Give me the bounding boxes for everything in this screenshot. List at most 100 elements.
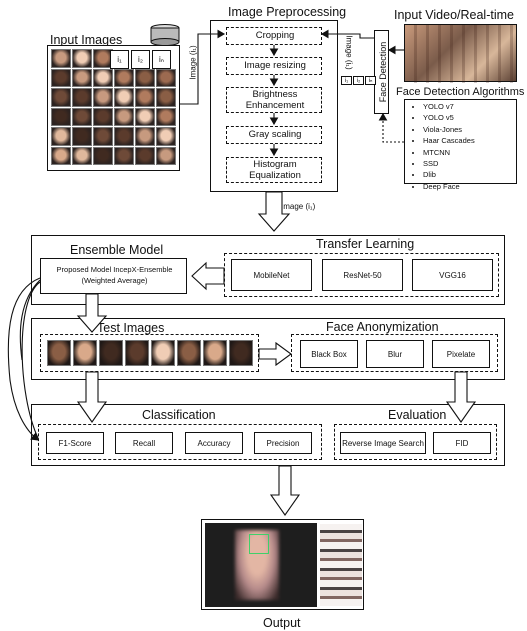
metric-reverse-search: Reverse Image Search	[340, 432, 426, 454]
frame-label-2: i₂	[353, 76, 364, 85]
face-thumbnail	[156, 68, 176, 87]
algorithm-item: Dlib	[423, 169, 475, 180]
face-thumbnail	[114, 127, 134, 146]
ensemble-model-label: Proposed Model IncepX-Ensemble (Weighted…	[56, 265, 173, 285]
step-histogram-label: Histogram Equalization	[249, 159, 301, 181]
face-thumbnail	[72, 107, 92, 126]
metric-recall: Recall	[115, 432, 173, 454]
step-grayscale: Gray scaling	[226, 126, 322, 144]
preprocessing-output-label: Image (i₁)	[281, 202, 316, 211]
face-thumbnail	[114, 88, 134, 107]
model-vgg16: VGG16	[412, 259, 493, 291]
face-thumbnail	[72, 68, 92, 87]
blurred-face	[235, 530, 279, 600]
algorithms-list: YOLO v7YOLO v5Viola-JonesHaar CascadesMT…	[409, 101, 475, 192]
index-label-2: i₂	[131, 50, 150, 69]
step-resizing-label: Image resizing	[244, 60, 306, 71]
method-blur: Blur	[366, 340, 424, 368]
index-label-1: i₁	[110, 50, 129, 69]
classification-title: Classification	[142, 408, 216, 422]
face-thumbnail	[51, 88, 71, 107]
step-cropping-label: Cropping	[255, 30, 295, 41]
test-images-title: Test Images	[97, 321, 165, 335]
test-face-thumbnail	[47, 340, 71, 366]
evaluation-title: Evaluation	[388, 408, 447, 422]
metric-accuracy: Accuracy	[185, 432, 243, 454]
step-resizing: Image resizing	[226, 57, 322, 75]
test-face-thumbnail	[229, 340, 253, 366]
face-thumbnail	[135, 68, 155, 87]
face-thumbnail	[135, 88, 155, 107]
test-face-thumbnail	[73, 340, 97, 366]
algorithms-box	[404, 99, 517, 184]
model-resnet50: ResNet-50	[322, 259, 403, 291]
face-thumbnail	[72, 146, 92, 165]
algorithm-item: YOLO v5	[423, 112, 475, 123]
face-thumbnail	[93, 68, 113, 87]
ensemble-model-box: Proposed Model IncepX-Ensemble (Weighted…	[40, 258, 187, 294]
database-icon	[148, 24, 182, 46]
test-face-thumbnail	[99, 340, 123, 366]
face-thumbnail	[156, 146, 176, 165]
face-thumbnail	[93, 146, 113, 165]
evaluation-group	[334, 424, 497, 460]
step-histogram: Histogram Equalization	[226, 157, 322, 183]
step-grayscale-label: Gray scaling	[248, 129, 302, 140]
face-detection-box: Face Detection	[374, 30, 389, 114]
face-thumbnail	[114, 146, 134, 165]
step-cropping: Cropping	[226, 27, 322, 45]
algorithm-item: Haar Cascades	[423, 135, 475, 146]
face-thumbnail	[72, 49, 92, 68]
preprocessing-title: Image Preprocessing	[228, 5, 347, 19]
video-title: Input Video/Real-time	[394, 8, 514, 22]
face-thumbnail	[114, 68, 134, 87]
face-thumbnail	[114, 107, 134, 126]
metric-precision: Precision	[254, 432, 312, 454]
method-black-box: Black Box	[300, 340, 358, 368]
model-mobilenet: MobileNet	[231, 259, 312, 291]
metric-f1: F1-Score	[46, 432, 104, 454]
frame-label-1: i₁	[341, 76, 352, 85]
algorithm-item: Viola-Jones	[423, 124, 475, 135]
video-frame	[404, 24, 518, 83]
metric-fid: FID	[433, 432, 491, 454]
face-thumbnail	[72, 127, 92, 146]
transfer-title: Transfer Learning	[316, 237, 415, 251]
face-thumbnail	[93, 107, 113, 126]
face-thumbnail	[156, 88, 176, 107]
face-thumbnail	[93, 88, 113, 107]
algorithm-item: SSD	[423, 158, 475, 169]
test-face-thumbnail	[203, 340, 227, 366]
test-face-strip	[47, 340, 253, 366]
ensemble-title: Ensemble Model	[70, 243, 164, 257]
step-brightness-label: Brightness Enhancement	[245, 89, 305, 111]
face-thumbnail	[72, 88, 92, 107]
algorithm-item: MTCNN	[423, 147, 475, 158]
algorithm-item: Deep Face	[423, 181, 475, 192]
face-thumbnail	[51, 49, 71, 68]
face-thumbnail	[135, 127, 155, 146]
face-thumbnail	[51, 146, 71, 165]
input-arrow-label: Image (i₁)	[188, 45, 198, 80]
test-face-thumbnail	[177, 340, 201, 366]
face-thumbnail	[51, 107, 71, 126]
face-thumbnail	[156, 127, 176, 146]
face-detection-side-label: Image (i₁)	[344, 35, 354, 70]
algorithms-title: Face Detection Algorithms	[396, 86, 525, 98]
face-detection-label: Face Detection	[378, 41, 388, 103]
face-thumbnail	[135, 146, 155, 165]
method-pixelate: Pixelate	[432, 340, 490, 368]
input-face-grid	[51, 49, 177, 167]
face-thumbnail	[51, 68, 71, 87]
test-face-thumbnail	[151, 340, 175, 366]
input-images-title: Input Images	[50, 33, 123, 47]
face-thumbnail	[135, 107, 155, 126]
face-thumbnail	[51, 127, 71, 146]
detection-box	[249, 534, 269, 554]
classification-group	[38, 424, 322, 460]
step-brightness: Brightness Enhancement	[226, 87, 322, 113]
test-face-thumbnail	[125, 340, 149, 366]
face-thumbnail	[156, 107, 176, 126]
output-image	[201, 519, 364, 610]
anonymization-title: Face Anonymization	[326, 320, 439, 334]
